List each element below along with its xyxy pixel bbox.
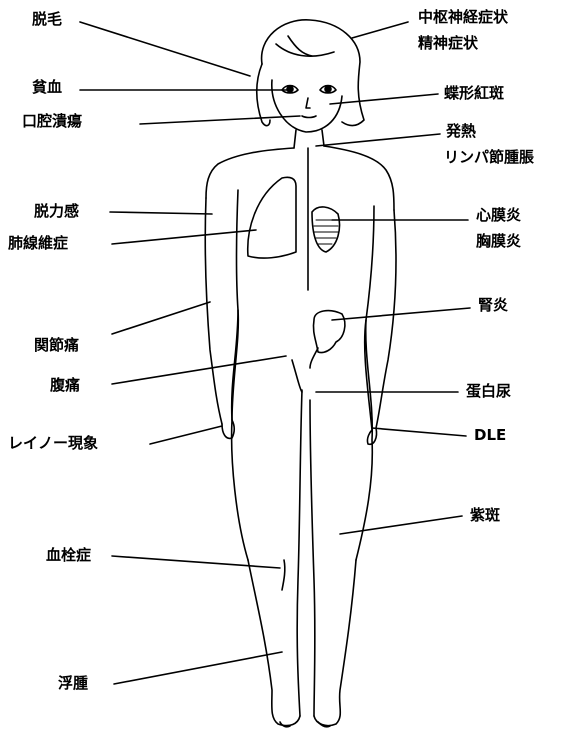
leader-jinen: [332, 308, 470, 320]
leader-koukuu: [140, 116, 300, 124]
label-psychiatric-symptoms: 精神症状: [418, 36, 478, 51]
mouth: [302, 116, 316, 118]
label-raynaud: レイノー現象: [8, 436, 98, 451]
left-lung: [248, 177, 296, 258]
right-arm-outer: [376, 210, 396, 428]
leader-fukutsuu: [112, 356, 286, 384]
leader-raynaud: [150, 426, 222, 444]
leader-haisen: [112, 230, 256, 244]
leader-kessen: [112, 556, 280, 568]
nose: [306, 98, 310, 108]
leader-datsuryoku: [110, 212, 212, 214]
leader-dle: [372, 428, 466, 436]
leader-hatsunetsu: [316, 134, 440, 146]
right-shoulder: [324, 146, 394, 210]
left-leg-inner: [297, 390, 302, 716]
label-arthralgia: 関節痛: [34, 338, 79, 353]
hair-left-side: [257, 64, 270, 126]
label-pericarditis: 心膜炎: [476, 208, 521, 223]
label-edema: 浮腫: [58, 676, 88, 691]
label-oral-ulcer: 口腔潰瘍: [22, 114, 82, 129]
right-leg-inner: [310, 400, 315, 716]
left-arm-outer: [205, 198, 222, 424]
label-purpura: 紫斑: [470, 508, 500, 523]
label-anemia: 貧血: [32, 80, 62, 95]
label-abdominal-pain: 腹痛: [50, 378, 80, 393]
leader-chouhan: [330, 94, 438, 104]
label-pulmonary-fibrosis: 肺線維症: [8, 236, 68, 251]
left-shoulder: [206, 148, 294, 198]
heart-hatching: [314, 220, 338, 244]
left-knee-mark: [282, 560, 285, 590]
kidney: [313, 311, 344, 353]
leader-kansetsu: [112, 302, 210, 334]
leader-fushu: [114, 652, 282, 684]
label-thrombosis: 血栓症: [46, 548, 91, 563]
label-pleuritis: 胸膜炎: [476, 234, 521, 249]
leader-cns: [352, 22, 408, 38]
right-arm-inner: [365, 206, 374, 430]
left-leg-outer: [248, 560, 300, 726]
right-hip: [356, 320, 372, 560]
label-cns-symptoms: 中枢神経症状: [418, 10, 508, 25]
heart: [312, 207, 340, 252]
right-leg-outer: [314, 560, 356, 726]
label-malar-rash: 蝶形紅斑: [444, 86, 504, 101]
label-proteinuria: 蛋白尿: [466, 384, 511, 399]
neck-left: [294, 130, 296, 148]
label-lymphadenopathy: リンパ節腫脹: [444, 150, 534, 165]
neck-right: [322, 130, 324, 146]
label-fatigue: 脱力感: [34, 204, 79, 219]
label-alopecia: 脱毛: [32, 12, 62, 27]
label-dle: DLE: [474, 428, 506, 443]
leader-datsumou: [80, 22, 250, 76]
label-nephritis: 腎炎: [478, 298, 508, 313]
label-fever: 発熱: [446, 124, 476, 139]
leader-shihan: [340, 516, 462, 534]
